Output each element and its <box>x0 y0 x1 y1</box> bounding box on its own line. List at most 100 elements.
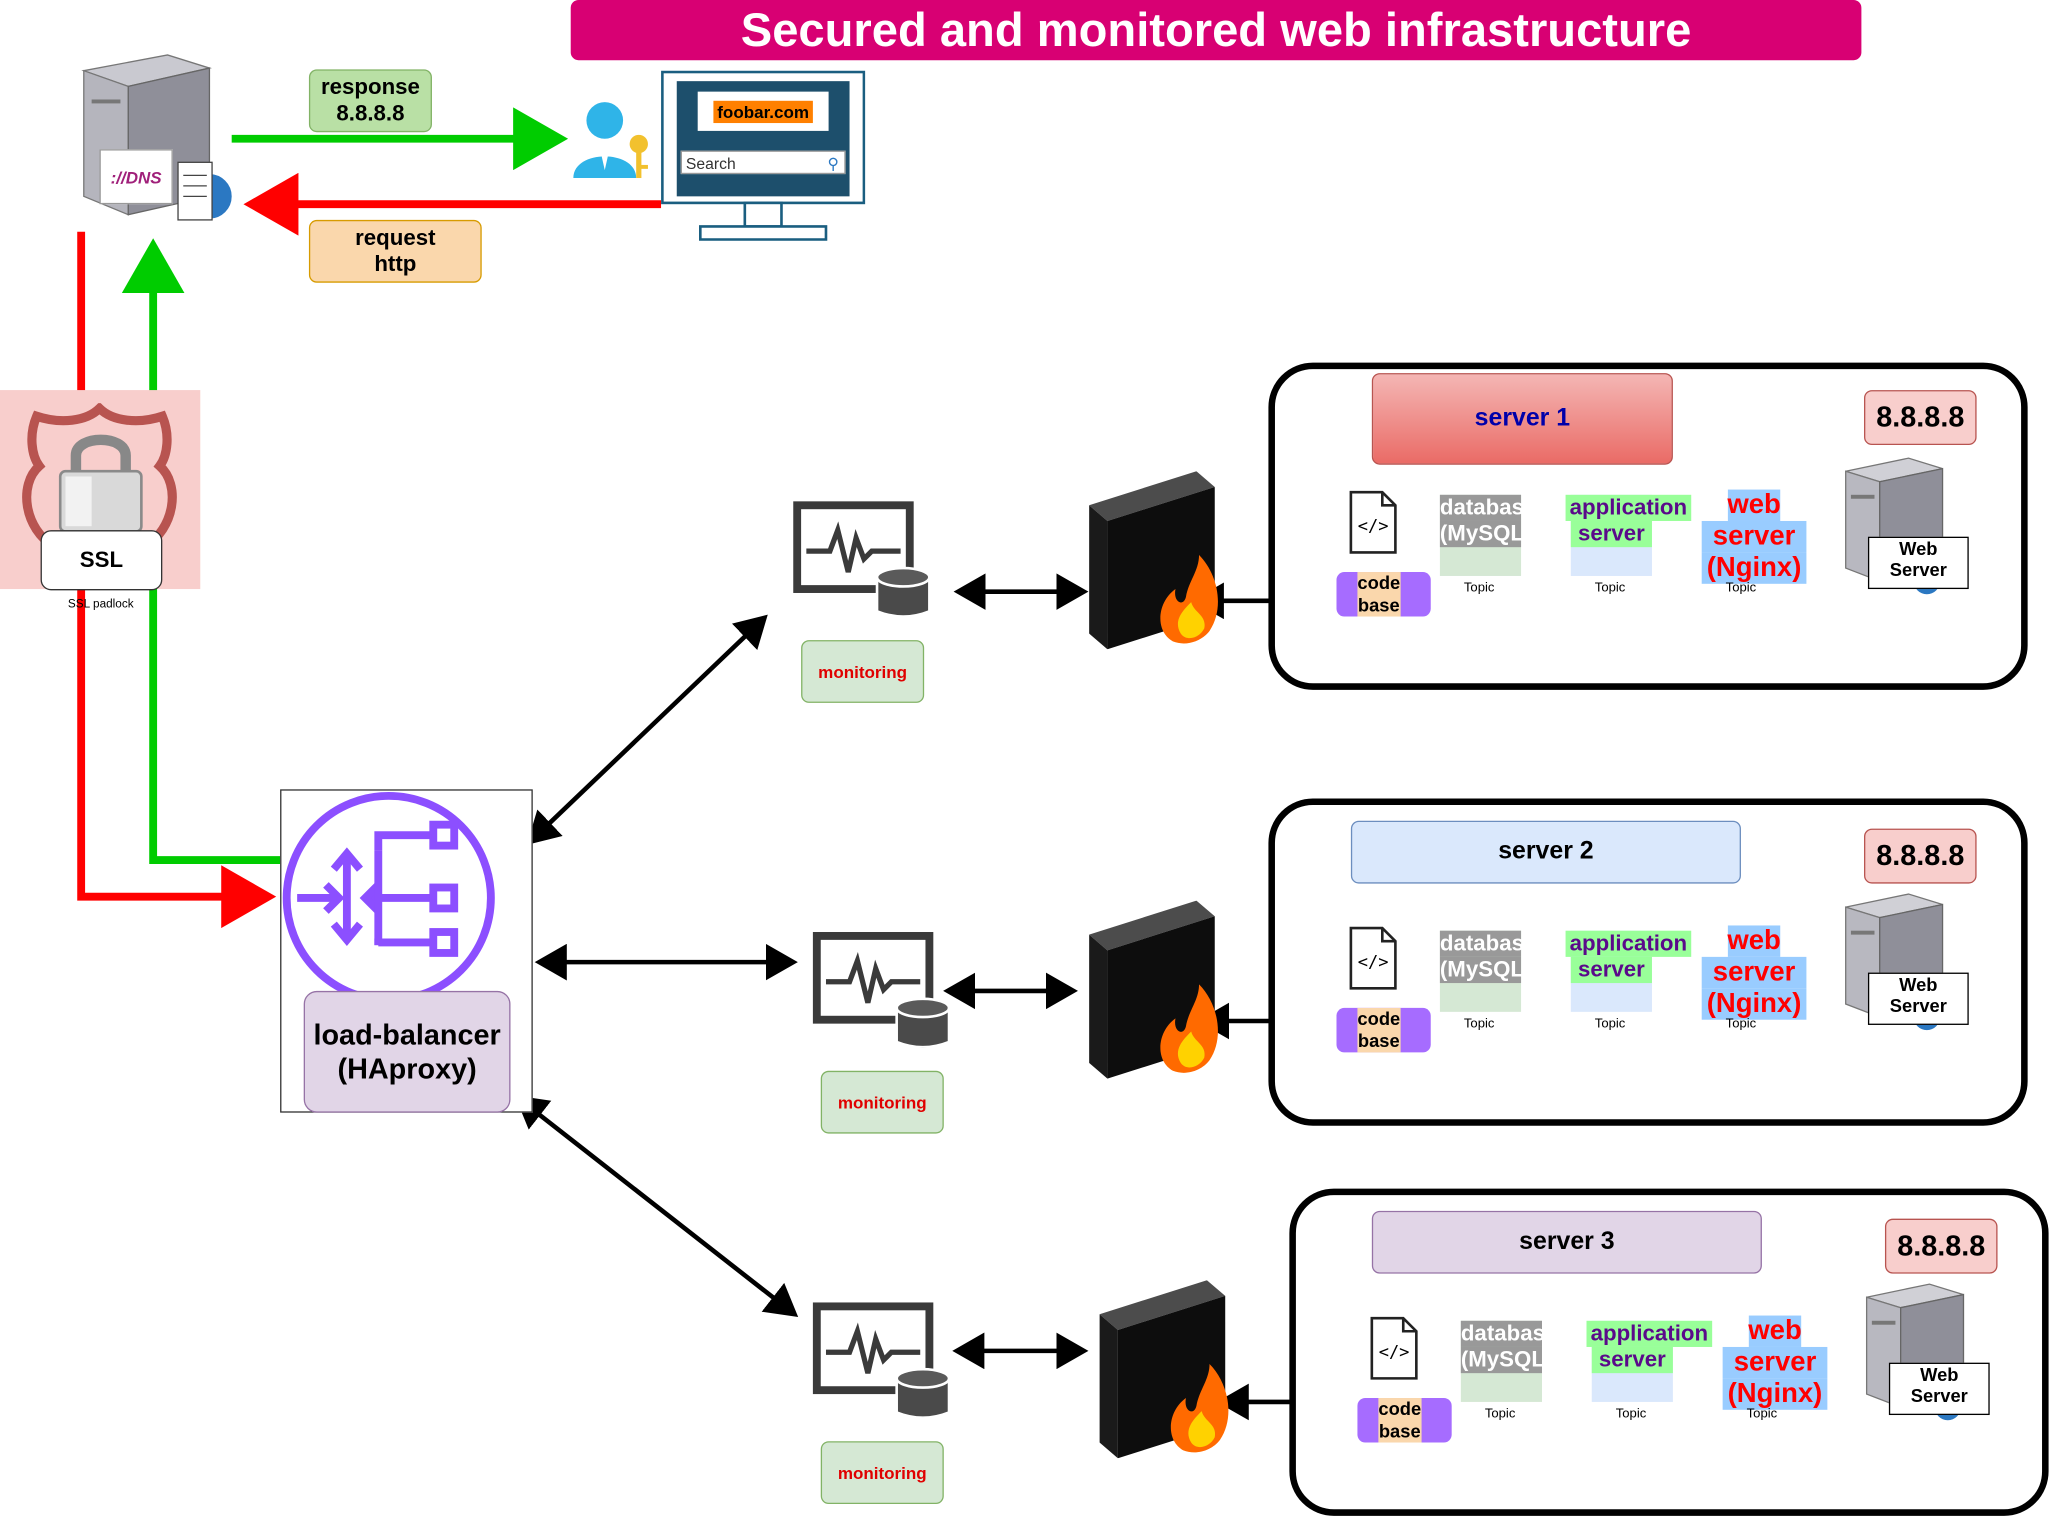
database-line2: (MySQL) <box>1460 1346 1553 1374</box>
database-line2: (MySQL) <box>1439 520 1532 548</box>
response-label: response 8.8.8.8 <box>308 69 432 133</box>
lb-line1: load-balancer <box>313 1017 501 1051</box>
web-line1: web <box>1727 925 1781 957</box>
server-3-frame: server 3 8.8.8.8 </> code base database … <box>1289 1188 2049 1516</box>
firewall-1 <box>1089 471 1228 650</box>
load-balancer-label: load-balancer (HAproxy) <box>303 990 511 1113</box>
ws-line1: Web <box>1920 1363 1959 1385</box>
database-tile: database (MySQL) <box>1439 930 1537 1012</box>
firewall-icon <box>1089 900 1218 1079</box>
search-field[interactable]: Search ⚲ <box>680 150 846 175</box>
app-line1: application <box>1565 494 1692 521</box>
web-line3: (Nginx) <box>1701 988 1807 1020</box>
base-word: base <box>1357 594 1400 616</box>
request-line1: request <box>355 225 436 251</box>
ws-line2: Server <box>1889 994 1947 1016</box>
topic-label: Topic <box>1725 581 1757 596</box>
monitor-node-1: monitoring <box>791 499 935 703</box>
firewall-icon <box>1099 1280 1229 1459</box>
code-base-text: code base <box>1357 1007 1401 1053</box>
server-2-ip: 8.8.8.8 <box>1864 828 1977 884</box>
base-word: base <box>1378 1420 1421 1442</box>
topic-label: Topic <box>1594 1017 1626 1032</box>
app-line2: server <box>1591 1346 1673 1374</box>
load-balancer-icon <box>282 791 495 1005</box>
ws-line1: Web <box>1899 537 1938 559</box>
server-1-title: server 1 <box>1371 373 1673 465</box>
url-bar[interactable]: foobar.com <box>697 91 829 131</box>
diagram-title: Secured and monitored web infrastructure <box>570 0 1862 61</box>
code-base-tag: code base <box>1336 572 1431 617</box>
app-line2: server <box>1570 956 1652 984</box>
ssl-caption: SSL padlock <box>67 596 134 610</box>
web-line3: (Nginx) <box>1701 552 1807 584</box>
topic-label: Topic <box>1725 1017 1757 1032</box>
monitor-node-3: monitoring <box>810 1300 954 1505</box>
topic-label: Topic <box>1746 1407 1778 1422</box>
code-file-icon: </> <box>1349 490 1397 554</box>
web-line2: server <box>1701 520 1807 553</box>
app-line1: application <box>1565 930 1692 957</box>
ws-line1: Web <box>1899 973 1938 995</box>
lb-monitor1-arrow <box>526 614 768 845</box>
request-label: request http <box>308 219 482 283</box>
web-line2: server <box>1701 956 1807 989</box>
magnifier-icon: ⚲ <box>827 154 840 173</box>
web-line2: server <box>1722 1346 1828 1379</box>
ssl-block: SSL <box>0 390 201 591</box>
server-3-ip: 8.8.8.8 <box>1884 1218 1998 1274</box>
monitoring-label: monitoring <box>820 1070 944 1134</box>
ssl-label: SSL <box>40 530 163 591</box>
topic-label: Topic <box>1594 581 1626 596</box>
code-word: code <box>1378 1398 1422 1419</box>
code-file-icon: </> <box>1370 1316 1418 1380</box>
monitoring-icon <box>793 501 931 618</box>
database-tile: database (MySQL) <box>1439 494 1536 576</box>
code-file-icon: </> <box>1349 926 1397 990</box>
firewall-2 <box>1089 900 1228 1079</box>
server-2-frame: server 2 8.8.8.8 </> code base database … <box>1268 798 2028 1126</box>
monitoring-icon <box>812 1302 951 1419</box>
server-tower-icon <box>81 54 235 222</box>
dns-label: ://DNS <box>99 149 173 205</box>
web-server-label: Web Server <box>1867 536 1969 590</box>
monitoring-icon <box>812 932 951 1049</box>
server-3-title: server 3 <box>1371 1210 1762 1274</box>
response-line2: 8.8.8.8 <box>336 100 405 126</box>
app-line1: application <box>1586 1320 1713 1347</box>
code-base-text: code base <box>1378 1398 1422 1443</box>
web-line1: web <box>1727 489 1781 521</box>
monitoring-label: monitoring <box>801 640 925 703</box>
code-base-tag: code base <box>1336 1007 1431 1053</box>
ws-line2: Server <box>1889 558 1947 580</box>
server-1-ip: 8.8.8.8 <box>1864 390 1977 446</box>
web-server-label: Web Server <box>1867 972 1969 1025</box>
search-placeholder: Search <box>685 154 736 173</box>
padlock-icon <box>58 434 143 533</box>
app-server-tile: application server <box>1565 494 1692 576</box>
code-base-text: code base <box>1357 572 1401 617</box>
firewall-icon <box>1089 471 1218 650</box>
monitoring-label: monitoring <box>820 1441 944 1505</box>
user-key-icon <box>568 97 654 183</box>
response-line1: response <box>320 74 420 100</box>
firewall-3 <box>1099 1280 1239 1459</box>
app-line2: server <box>1570 520 1652 548</box>
lb-monitor3-arrow <box>514 1095 799 1318</box>
topic-label: Topic <box>1484 1407 1516 1422</box>
monitor-node-2: monitoring <box>810 929 954 1134</box>
code-word: code <box>1357 572 1401 593</box>
browser-monitor: foobar.com Search ⚲ <box>661 70 866 241</box>
web-server-tile: web server (Nginx) <box>1701 925 1807 1020</box>
svg-text:</>: </> <box>1379 1342 1410 1362</box>
base-word: base <box>1357 1030 1400 1052</box>
url-text: foobar.com <box>713 100 813 123</box>
topic-label: Topic <box>1463 581 1495 596</box>
topic-label: Topic <box>1615 1407 1647 1422</box>
ws-line2: Server <box>1910 1384 1968 1406</box>
app-server-tile: application server <box>1565 930 1692 1012</box>
web-line3: (Nginx) <box>1722 1378 1828 1410</box>
svg-text:</>: </> <box>1358 516 1389 536</box>
database-line1: database <box>1439 930 1537 957</box>
request-line2: http <box>374 251 417 277</box>
